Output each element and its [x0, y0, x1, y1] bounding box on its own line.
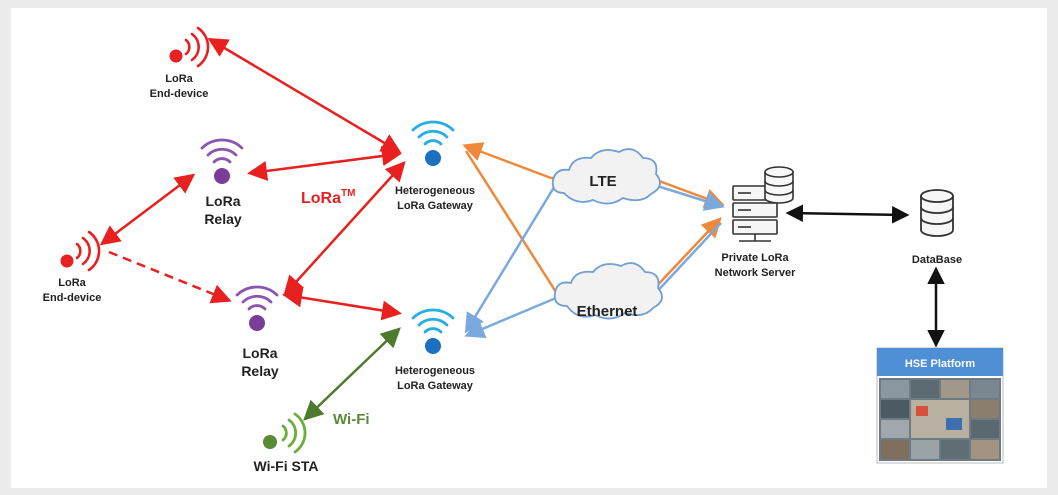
end-device-top: LoRa End-device [150, 26, 210, 100]
ethernet-cloud: Ethernet [553, 262, 663, 320]
end-device-dot [60, 254, 74, 268]
gateway-top-label-1: Heterogeneous [395, 185, 475, 197]
hse-platform: HSE Platform [876, 347, 1004, 464]
end-device-top-label-2: End-device [150, 88, 209, 100]
link-blue-ethernet-gw-bottom-b [464, 296, 557, 339]
database: DataBase [912, 189, 962, 266]
gateway-dot [425, 338, 441, 354]
gateway-top-label-2: LoRa Gateway [397, 200, 474, 212]
end-device-dot [169, 49, 183, 63]
wifi-sta-label: Wi-Fi STA [254, 458, 319, 474]
antenna-waves-icon [411, 120, 455, 146]
link-relay-top-gateway-top [247, 146, 402, 181]
relay-bottom-label-1: LoRa [243, 345, 278, 361]
lora-tm-superscript: TM [341, 188, 355, 199]
end-device-left-label-2: End-device [43, 292, 102, 304]
relay-top-label-2: Relay [204, 211, 242, 227]
end-device-top-label-1: LoRa [165, 73, 193, 85]
diagram-canvas: LTE Ethernet LoRa End-device LoRa End-de… [11, 8, 1047, 488]
end-device-left: LoRa End-device [43, 230, 102, 304]
lte-cloud: LTE [551, 148, 661, 205]
signal-waves-icon [281, 412, 307, 454]
link-relay-bottom-gateway-top [283, 161, 406, 296]
server-label-2: Network Server [715, 267, 796, 279]
relay-top-label-1: LoRa [206, 193, 241, 209]
hse-platform-title: HSE Platform [905, 358, 976, 370]
gateway-top: Heterogeneous LoRa Gateway [395, 120, 475, 212]
ethernet-label: Ethernet [577, 303, 638, 320]
server-database-icon [764, 166, 794, 204]
broadcast-waves-icon [235, 285, 279, 311]
lora-link-label-text: LoRa [301, 190, 341, 207]
wifi-sta-dot [263, 435, 277, 449]
relay-dot [214, 168, 230, 184]
database-icon [920, 189, 954, 237]
link-blue-lte-gw-bottom [464, 183, 558, 334]
network-server: Private LoRa Network Server [715, 166, 796, 279]
gateway-bottom-label-2: LoRa Gateway [397, 380, 474, 392]
link-wifi-sta-gateway-bottom [303, 327, 401, 421]
broadcast-waves-icon [200, 138, 244, 164]
lora-link-label: LoRaTM [301, 188, 355, 207]
server-label-1: Private LoRa [721, 252, 789, 264]
lora-links [99, 37, 406, 321]
gateway-bottom-label-1: Heterogeneous [395, 365, 475, 377]
link-relay-bottom-gateway-bottom [282, 287, 402, 321]
wifi-link-label: Wi-Fi [333, 411, 370, 428]
relay-bottom-label-2: Relay [241, 363, 279, 379]
signal-waves-icon [184, 26, 210, 68]
lte-label: LTE [589, 173, 616, 190]
platform-video-thumbnails [879, 378, 1001, 461]
gateway-bottom: Heterogeneous LoRa Gateway [395, 308, 475, 392]
gateway-dot [425, 150, 441, 166]
link-enddevice-left-relay-top [99, 173, 196, 246]
wifi-sta: Wi-Fi STA [254, 412, 319, 474]
signal-waves-icon [75, 230, 101, 272]
antenna-waves-icon [411, 308, 455, 334]
network-diagram: LTE Ethernet LoRa End-device LoRa End-de… [43, 26, 1004, 474]
link-enddevice-left-relay-bottom-dashed [108, 250, 232, 304]
database-label: DataBase [912, 254, 962, 266]
link-orange-gw-top-lte [462, 142, 552, 180]
relay-dot [249, 315, 265, 331]
link-server-database [785, 204, 910, 224]
relay-bottom: LoRa Relay [235, 285, 279, 379]
end-device-left-label-1: LoRa [58, 277, 86, 289]
link-enddevice-top-gateway-top [207, 37, 402, 154]
relay-top: LoRa Relay [200, 138, 244, 227]
